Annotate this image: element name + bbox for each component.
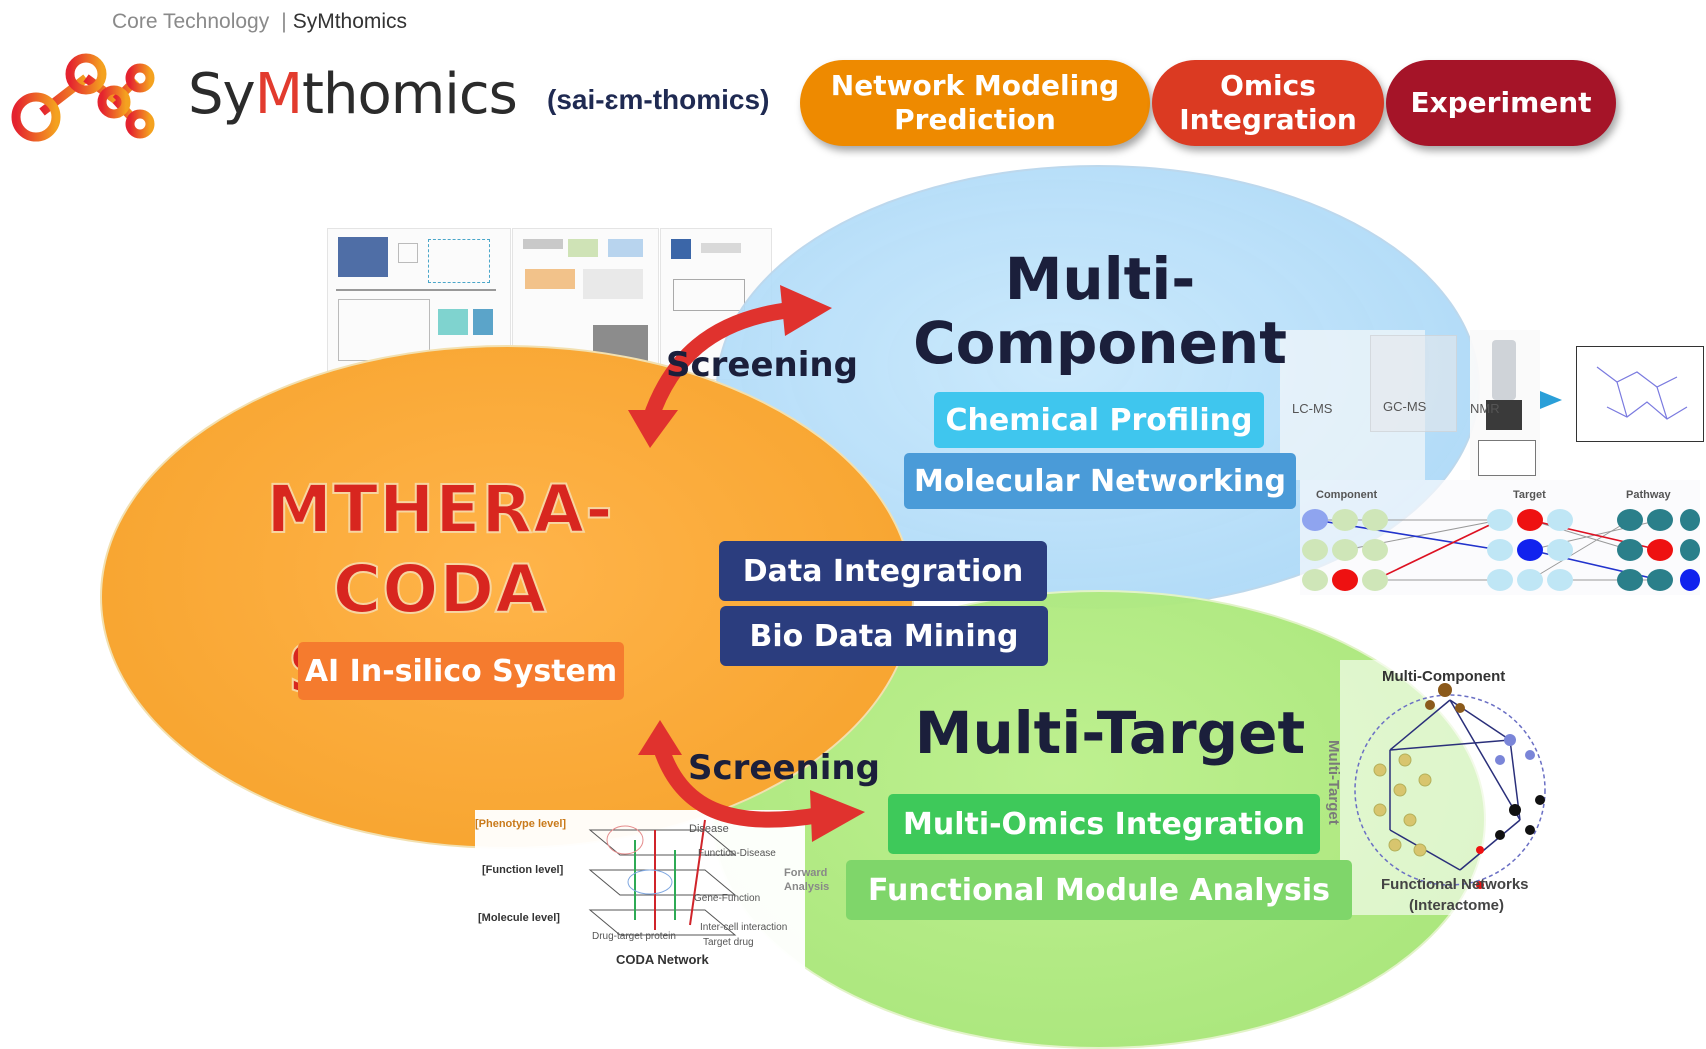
logo-highlight: M <box>254 62 303 127</box>
thumbnail-omics-knowledge <box>327 228 511 380</box>
label-phenotype-level: [Phenotype level] <box>475 818 567 830</box>
interactome-figure <box>1340 660 1562 915</box>
label-interactome-multi-component: Multi-Component <box>1382 668 1506 685</box>
gcms-instrument-image <box>1370 335 1457 432</box>
logo-prefix: Sy <box>188 62 256 127</box>
label-functional-networks: Functional Networks <box>1381 876 1529 893</box>
logo-wordmark: SyMthomics <box>188 62 518 127</box>
label-function-disease: Function-Disease <box>698 848 776 859</box>
molecular-networking-tag: Molecular Networking <box>904 453 1296 509</box>
pill-omics-integration-label: Omics Integration <box>1179 69 1357 136</box>
label-inter-cell: Inter-cell interaction <box>700 922 788 933</box>
multi-target-title: Multi-Target <box>914 699 1306 767</box>
pill-experiment-label: Experiment <box>1410 86 1592 119</box>
nmr-instrument-image <box>1470 330 1540 480</box>
label-nmr: NMR <box>1470 401 1500 416</box>
coda-network-caption: CODA Network <box>616 952 709 967</box>
screening-arrow-bottom-icon <box>638 720 865 842</box>
label-component: Component <box>1316 489 1378 501</box>
data-integration-tag: Data Integration <box>719 541 1047 601</box>
breadcrumb-separator: | <box>281 10 287 33</box>
screening-arrow-top-icon <box>628 285 832 448</box>
label-disease: Disease <box>689 823 729 835</box>
component-target-pathway-network <box>1300 480 1700 595</box>
functional-module-analysis-tag: Functional Module Analysis <box>846 860 1352 920</box>
pill-network-modeling-label: Network Modeling Prediction <box>830 69 1120 136</box>
breadcrumb-current: SyMthomics <box>292 10 408 33</box>
multi-component-title-line1: Multi- <box>1004 245 1196 313</box>
label-pathway: Pathway <box>1626 489 1671 501</box>
coda-network-figure <box>475 810 805 970</box>
multi-omics-integration-tag: Multi-Omics Integration <box>888 794 1320 854</box>
molecular-network-image <box>1576 346 1704 442</box>
label-target-drug: Target drug <box>703 937 754 948</box>
logo-suffix: thomics <box>302 62 518 127</box>
label-target: Target <box>1513 489 1546 501</box>
label-function-level: [Function level] <box>482 864 564 876</box>
label-drug-target-protein: Drug-target protein <box>592 931 676 942</box>
arrow-right-icon <box>1540 391 1562 409</box>
screening-label-top: Screening <box>666 345 858 385</box>
ai-in-silico-tag: AI In-silico System <box>298 642 624 700</box>
pronunciation: (sai-ɛm-thomics) <box>547 84 770 115</box>
breadcrumb: Core Technology |SyMthomics <box>112 10 407 34</box>
pill-omics-integration[interactable]: Omics Integration <box>1152 60 1384 146</box>
pill-experiment[interactable]: Experiment <box>1386 60 1616 146</box>
label-lcms: LC-MS <box>1292 401 1333 416</box>
label-interactome: (Interactome) <box>1409 897 1505 914</box>
bio-data-mining-tag: Bio Data Mining <box>720 606 1048 666</box>
logo-icon <box>11 53 155 142</box>
label-gcms: GC-MS <box>1383 399 1427 414</box>
pill-network-modeling[interactable]: Network Modeling Prediction <box>800 60 1150 146</box>
label-forward-analysis: Forward Analysis <box>784 867 830 893</box>
label-molecule-level: [Molecule level] <box>478 912 560 924</box>
chemical-profiling-tag: Chemical Profiling <box>934 392 1264 448</box>
label-gene-function: Gene-Function <box>694 893 761 904</box>
screening-label-bottom: Screening <box>688 748 880 788</box>
multi-component-title-line2: Component <box>913 309 1287 377</box>
breadcrumb-section[interactable]: Core Technology <box>112 10 270 33</box>
